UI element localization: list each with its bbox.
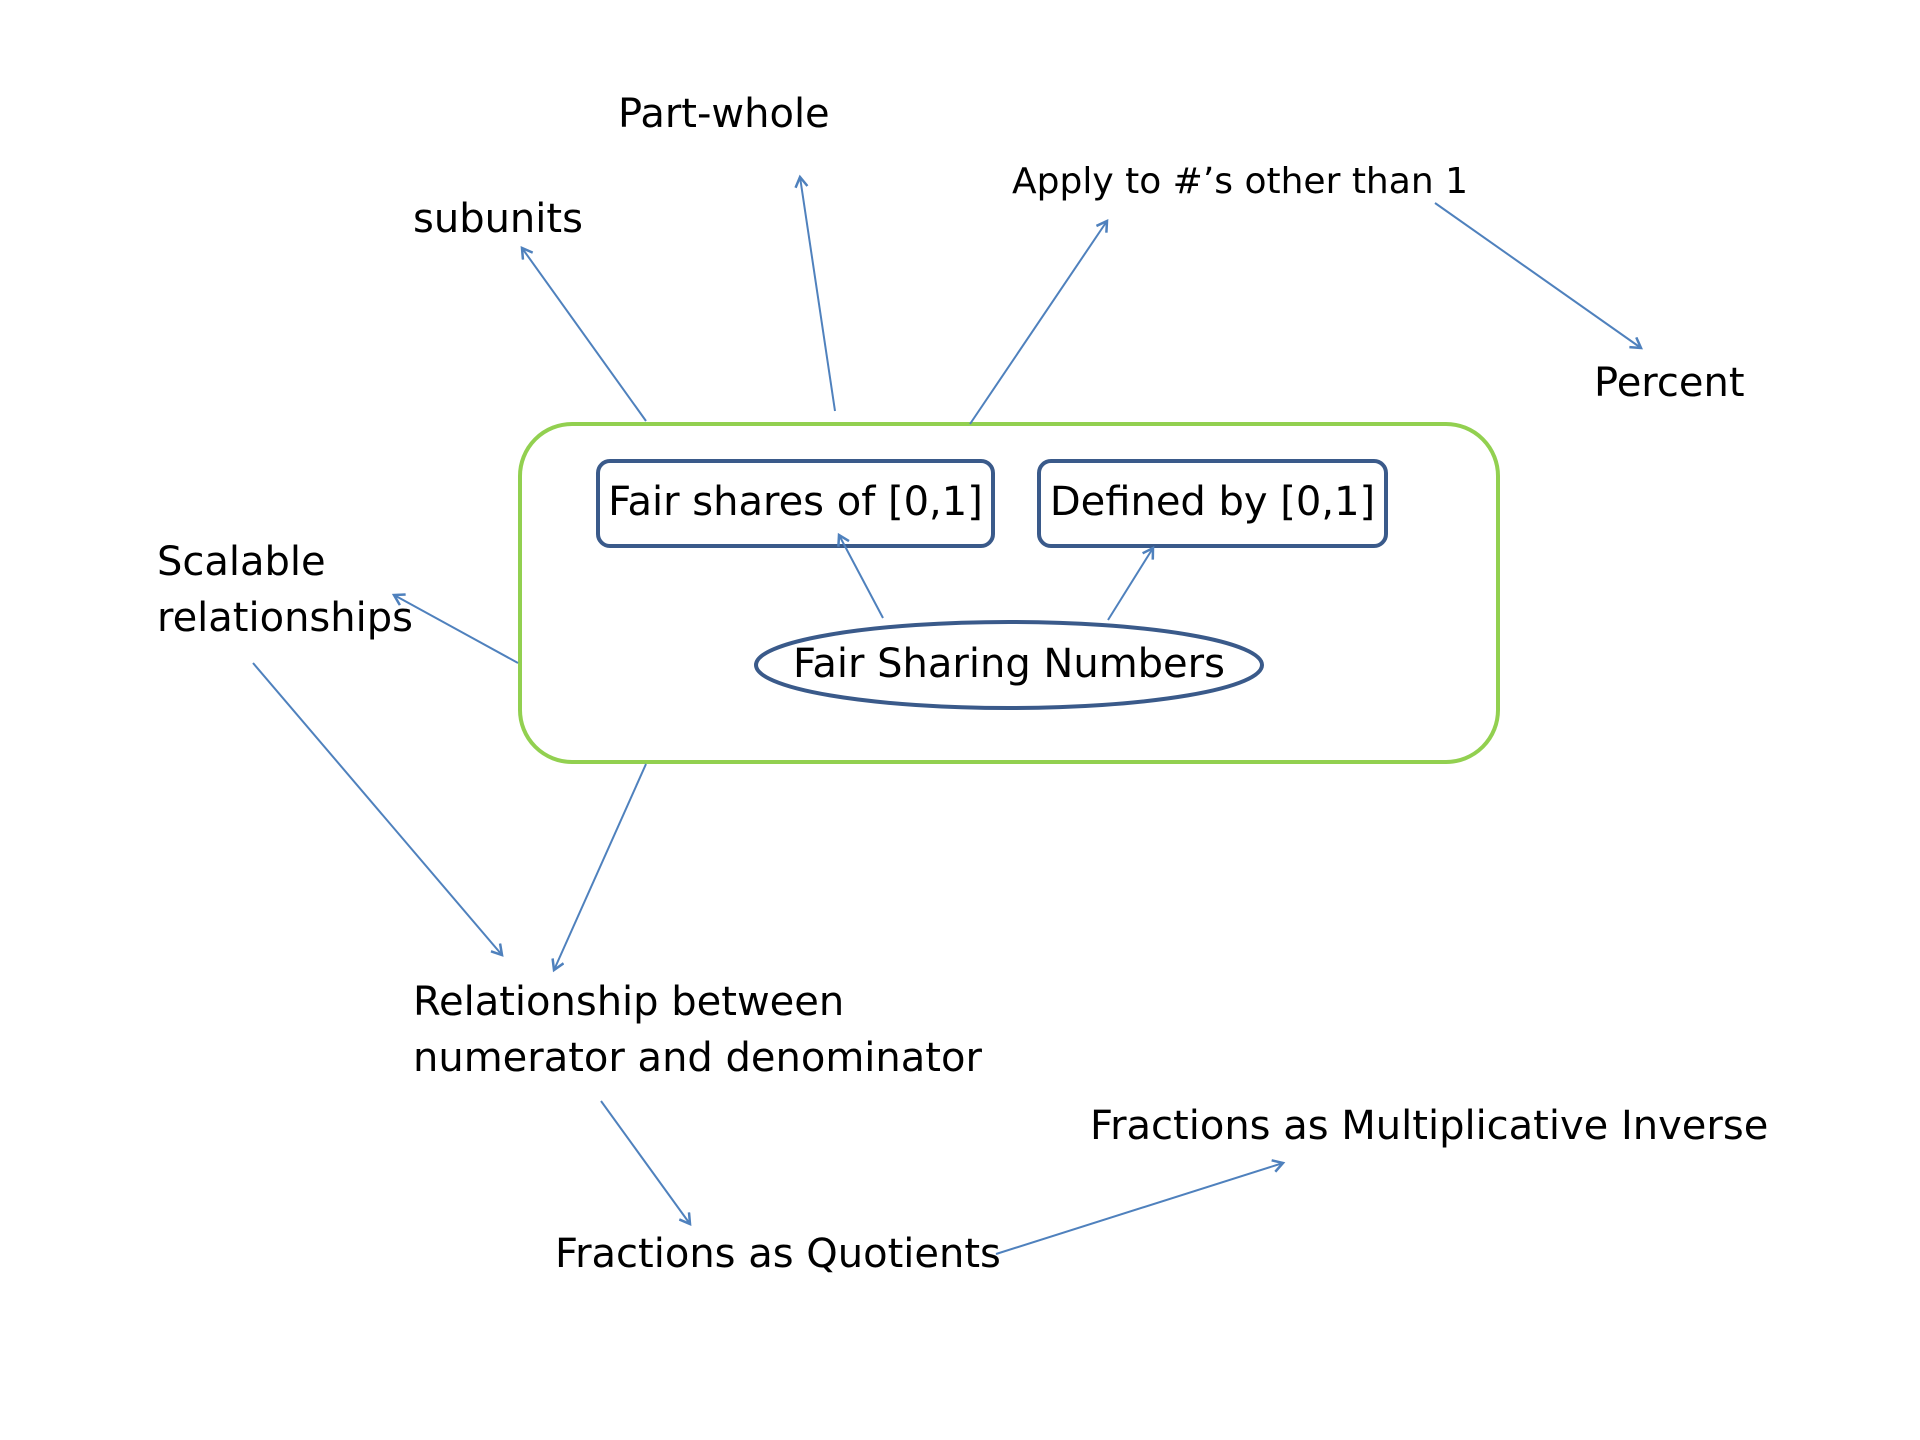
apply-label: Apply to #’s other than 1	[1012, 161, 1468, 202]
part-whole-label: Part-whole	[618, 91, 830, 137]
percent-label: Percent	[1594, 360, 1745, 406]
arrow-to-part-whole	[800, 177, 836, 412]
arrow-scalable-to-relationship	[252, 662, 502, 955]
arrow-quotients-to-inverse	[995, 1163, 1283, 1255]
fair-sharing-numbers-label: Fair Sharing Numbers	[793, 641, 1225, 687]
multiplicative-inverse-label: Fractions as Multiplicative Inverse	[1090, 1103, 1769, 1149]
arrow-relationship-to-quotients	[600, 1100, 690, 1224]
arrow-container-to-relationship	[554, 763, 647, 970]
quotients-label: Fractions as Quotients	[555, 1231, 1001, 1277]
defined-by-label: Defined by [0,1]	[1049, 479, 1376, 525]
fair-sharing-container	[518, 422, 1500, 764]
arrow-to-apply	[969, 221, 1107, 425]
arrow-to-scalable	[394, 595, 519, 664]
defined-by-box	[1037, 459, 1388, 548]
arrow-to-subunits	[522, 248, 647, 422]
fair-shares-box	[596, 459, 995, 548]
fair-shares-label: Fair shares of [0,1]	[608, 479, 983, 525]
relationship-label-line2: numerator and denominator	[413, 1035, 982, 1081]
arrow-to-fair-shares	[839, 535, 884, 619]
subunits-label: subunits	[413, 196, 583, 242]
arrow-to-defined-by	[1107, 548, 1153, 621]
fair-sharing-ellipse	[754, 620, 1264, 710]
scalable-label-line2: relationships	[157, 595, 413, 641]
scalable-label-line1: Scalable	[157, 539, 326, 585]
arrow-to-percent	[1434, 202, 1641, 348]
relationship-label-line1: Relationship between	[413, 979, 845, 1025]
